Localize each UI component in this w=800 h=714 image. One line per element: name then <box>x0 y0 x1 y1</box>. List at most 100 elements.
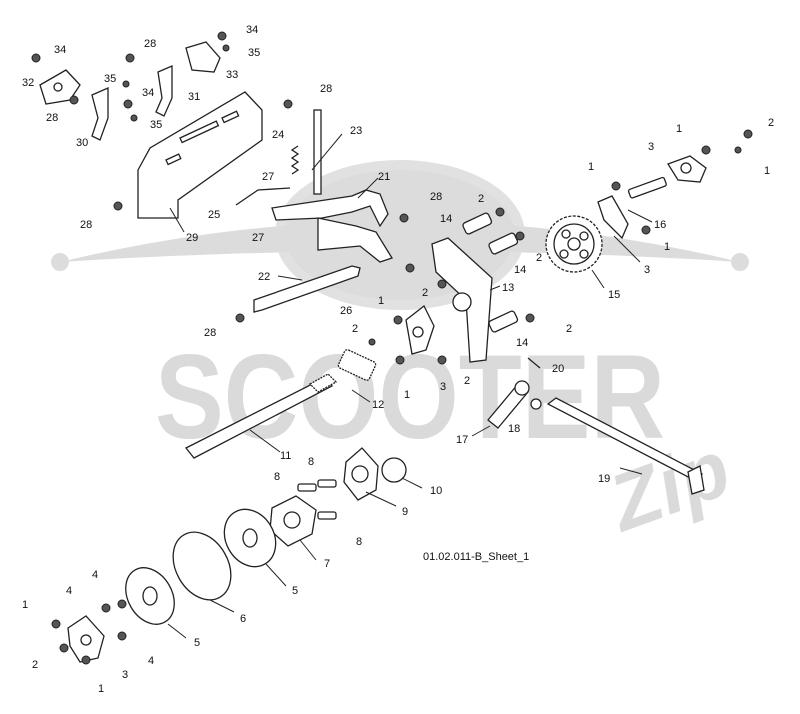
link-25 <box>235 187 291 206</box>
callout-c57: 9 <box>402 506 408 518</box>
callout-c18: 27 <box>262 171 274 183</box>
parts <box>31 31 753 665</box>
callout-c52: 19 <box>598 473 610 485</box>
callout-c22: 28 <box>430 191 442 203</box>
callout-c29: 14 <box>514 264 526 276</box>
callout-c31: 13 <box>502 282 514 294</box>
callout-c61: 6 <box>240 613 246 625</box>
callout-c11: 35 <box>150 119 162 131</box>
bolt-16 <box>627 176 667 199</box>
callout-c23: 22 <box>258 271 270 283</box>
bracket-31 <box>155 65 173 117</box>
callout-c26: 14 <box>440 213 452 225</box>
bracket-33 <box>185 41 221 73</box>
callout-c69: 1 <box>98 683 104 695</box>
callout-c19: 25 <box>208 209 220 221</box>
callout-c58: 8 <box>356 536 362 548</box>
callout-c34: 14 <box>516 337 528 349</box>
callout-c25: 28 <box>204 327 216 339</box>
callout-c63: 4 <box>66 585 72 597</box>
callout-c9: 33 <box>226 69 238 81</box>
callout-c14: 24 <box>272 129 284 141</box>
callout-c60: 5 <box>292 585 298 597</box>
callout-c42: 18 <box>508 423 520 435</box>
bolt-8b <box>317 479 337 488</box>
callout-c13: 28 <box>320 83 332 95</box>
callout-c47: 1 <box>588 161 594 173</box>
callout-c4: 35 <box>104 73 116 85</box>
callout-c51: 15 <box>608 289 620 301</box>
callout-c50: 3 <box>644 264 650 276</box>
ring-18 <box>530 398 542 410</box>
bolt-8a <box>297 483 317 492</box>
callout-c2: 32 <box>22 77 34 89</box>
callout-c43: 1 <box>676 123 682 135</box>
callout-c12: 30 <box>76 137 88 149</box>
callout-c6: 28 <box>144 38 156 50</box>
callout-c7: 34 <box>246 24 258 36</box>
callout-c68: 3 <box>122 669 128 681</box>
spacer-14c <box>488 310 519 333</box>
side-plate-29 <box>137 91 263 219</box>
callout-c21: 21 <box>378 171 390 183</box>
callout-c20: 27 <box>252 232 264 244</box>
callout-c10: 31 <box>188 91 200 103</box>
callout-c36: 3 <box>440 381 446 393</box>
callout-c17: 29 <box>186 232 198 244</box>
callout-c37: 2 <box>464 375 470 387</box>
pinion-12 <box>337 349 377 381</box>
spring-24 <box>290 145 300 175</box>
callout-c54: 8 <box>274 471 280 483</box>
rod-23 <box>313 109 322 195</box>
callout-c28: 2 <box>536 252 542 264</box>
leader-lines <box>167 133 653 639</box>
callout-labels: 34 32 28 35 34 28 34 35 33 31 35 30 28 2… <box>22 24 774 695</box>
callout-c53: 11 <box>280 450 291 462</box>
flange-3-right <box>597 195 629 240</box>
callout-c41: 17 <box>456 434 468 446</box>
callout-c38: 1 <box>404 389 410 401</box>
bar-22 <box>253 265 361 313</box>
callout-c55: 8 <box>308 456 314 468</box>
shaft-11 <box>184 377 334 459</box>
spacer-14a <box>462 212 493 235</box>
callout-c8: 35 <box>248 47 260 59</box>
plate-13 <box>431 237 493 363</box>
callout-c39: 20 <box>552 363 564 375</box>
hardware-nuts <box>31 31 753 665</box>
callout-c1: 34 <box>54 44 66 56</box>
callout-c64: 1 <box>22 599 28 611</box>
callout-c65: 5 <box>194 637 200 649</box>
callout-c49: 1 <box>664 241 670 253</box>
callout-c45: 3 <box>648 141 654 153</box>
lever-21 <box>271 189 389 228</box>
callout-c33: 2 <box>352 323 358 335</box>
bolt-8c <box>317 511 337 520</box>
callout-c32: 1 <box>378 295 384 307</box>
callout-c27: 2 <box>478 193 484 205</box>
pin-20 <box>527 357 541 369</box>
callout-c3: 28 <box>46 112 58 124</box>
callout-c46: 1 <box>764 165 770 177</box>
callout-c62: 4 <box>92 569 98 581</box>
callout-c67: 2 <box>32 659 38 671</box>
callout-c48: 16 <box>654 219 666 231</box>
callout-c44: 2 <box>768 117 774 129</box>
callout-c5: 34 <box>142 87 154 99</box>
callout-c24: 26 <box>340 305 352 317</box>
callout-c35: 2 <box>566 323 572 335</box>
sheet-label: 01.02.011-B_Sheet_1 <box>423 551 530 563</box>
belt-6 <box>172 531 232 601</box>
callout-c40: 12 <box>372 399 384 411</box>
circlip-10 <box>381 457 407 483</box>
bracket-30 <box>91 87 109 141</box>
callout-c30: 2 <box>422 287 428 299</box>
callout-c15: 23 <box>350 125 362 137</box>
callout-c59: 7 <box>324 558 330 570</box>
callout-c56: 10 <box>430 485 442 497</box>
watermark-word: SCOOTER <box>155 330 665 464</box>
callout-c66: 4 <box>148 655 154 667</box>
callout-c16: 28 <box>80 219 92 231</box>
shaft-19 <box>546 397 704 481</box>
